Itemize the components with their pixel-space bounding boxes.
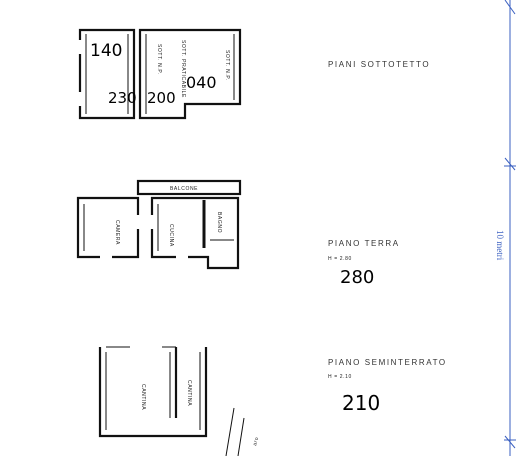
attic-side-label: SOTT. N.P.	[156, 44, 162, 75]
ground-floor-label: PIANO TERRA	[328, 239, 400, 248]
ground-room-label-cucina: CUCINA	[168, 224, 174, 247]
attic-opening	[76, 92, 84, 106]
scale-tick	[504, 0, 516, 15]
street-label: aro	[252, 436, 260, 446]
ground-room-balcone: BALCONE	[170, 186, 198, 192]
ground-opening	[134, 215, 156, 229]
ground-room-camera	[76, 196, 140, 259]
basement-floor-sublabel: H = 2.10	[328, 374, 352, 380]
attic-floor-label: PIANI SOTTOTETTO	[328, 60, 430, 69]
ground-opening	[176, 253, 188, 261]
scale-tick	[504, 435, 516, 449]
ground-room-cucina	[150, 196, 240, 270]
attic-height-4: 040	[186, 73, 217, 92]
attic-height-2: 230	[108, 89, 137, 107]
ground-room-label-camera: CAMERA	[114, 220, 120, 245]
attic-room-label: SOTT. PRATICABILE	[180, 40, 186, 98]
basement-room-label: CANTINA	[140, 384, 146, 410]
attic-height-3: 200	[147, 89, 176, 107]
basement-floor-label: PIANO SEMINTERRATO	[328, 358, 447, 367]
scale-tick	[504, 157, 516, 171]
ground-opening	[100, 253, 112, 261]
basement-room-label: CANTINA	[186, 380, 192, 406]
scale-bar: 10 metri	[495, 0, 516, 456]
site-lines: aro	[225, 407, 260, 456]
ground-floor-sublabel: H = 2.80	[328, 256, 352, 262]
attic-right-room	[138, 28, 242, 120]
ground-floor-plan: BALCONE CAMERA CUCINA BAGNO	[76, 179, 242, 270]
attic-opening	[76, 40, 84, 54]
basement-outline	[98, 347, 208, 438]
attic-height-1: 140	[90, 41, 122, 61]
basement-floor-height: 210	[342, 391, 380, 415]
attic-left-room	[78, 28, 136, 120]
attic-side-label: SOTT. N.P.	[224, 50, 230, 81]
ground-floor-height: 280	[340, 267, 374, 288]
attic-plan: SOTT. PRATICABILE SOTT. N.P. SOTT. N.P. …	[76, 28, 242, 120]
ground-room-label-bagno: BAGNO	[216, 212, 222, 233]
basement-plan: CANTINA CANTINA	[98, 343, 208, 438]
site-line	[225, 407, 235, 456]
ground-balcony	[136, 179, 242, 196]
basement-opening	[180, 343, 192, 351]
scale-label: 10 metri	[495, 230, 505, 261]
site-line	[237, 417, 245, 456]
